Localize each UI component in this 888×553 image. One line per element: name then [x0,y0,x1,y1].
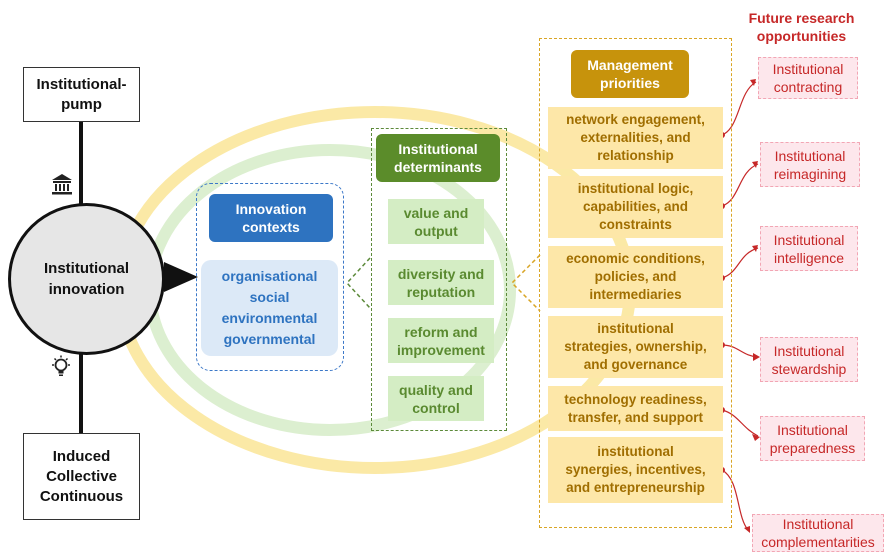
context-item-social: social [249,289,290,305]
management-priorities-header: Management priorities [571,50,689,98]
future-institutional-reimagining: Institutional reimagining [760,142,860,187]
determinant-reform-improvement: reform and improvement [388,318,494,363]
future-research-title: Future research opportunities [748,10,855,44]
red-connectors [721,81,759,531]
future-institutional-intelligence: Institutional intelligence [760,226,858,271]
determinant-value-output: value and output [388,199,484,244]
lightbulb-icon [49,355,73,384]
management-priorities-group [539,38,732,528]
institutional-innovation-label: Institutional innovation [44,260,129,298]
institution-building-icon [50,172,74,201]
innovation-contexts-list: organisational social environmental gove… [201,260,338,356]
determinant-quality-control: quality and control [388,376,484,421]
chevron-arrow-determinants [345,257,371,309]
context-item-organisational: organisational [221,268,318,284]
induced-collective-continuous-box: Induced Collective Continuous [23,433,140,520]
priority-institutional-synergies: institutional synergies, incentives, and… [548,437,723,503]
bottom-line-induced: Induced [52,447,111,465]
priority-institutional-logic: institutional logic, capabilities, and c… [548,176,723,238]
innovation-contexts-group [196,183,344,371]
main-arrow [164,262,198,292]
future-institutional-contracting: Institutional contracting [758,57,858,99]
institutional-pump-box: Institutional- pump [23,67,140,122]
institutional-determinants-group [371,128,507,431]
determinant-diversity-reputation: diversity and reputation [388,260,494,305]
institutional-determinants-header: Institutional determinants [376,134,500,182]
future-institutional-preparedness: Institutional preparedness [760,416,865,461]
context-item-governmental: governmental [223,331,316,347]
chevron-arrow-management [510,254,541,312]
institutional-pump-label: Institutional- pump [36,75,127,113]
priority-institutional-strategies: institutional strategies, ownership, and… [548,316,723,378]
future-institutional-stewardship: Institutional stewardship [760,337,858,382]
future-institutional-complementarities: Institutional complementarities [752,514,884,552]
context-item-environmental: environmental [221,310,318,326]
bottom-line-continuous: Continuous [39,487,124,505]
institutional-innovation-circle: Institutional innovation [8,203,165,355]
priority-network-engagement: network engagement, externalities, and r… [548,107,723,169]
priority-technology-readiness: technology readiness, transfer, and supp… [548,386,723,431]
innovation-contexts-header: Innovation contexts [209,194,333,242]
bottom-line-collective: Collective [46,467,117,485]
priority-economic-conditions: economic conditions, policies, and inter… [548,246,723,308]
